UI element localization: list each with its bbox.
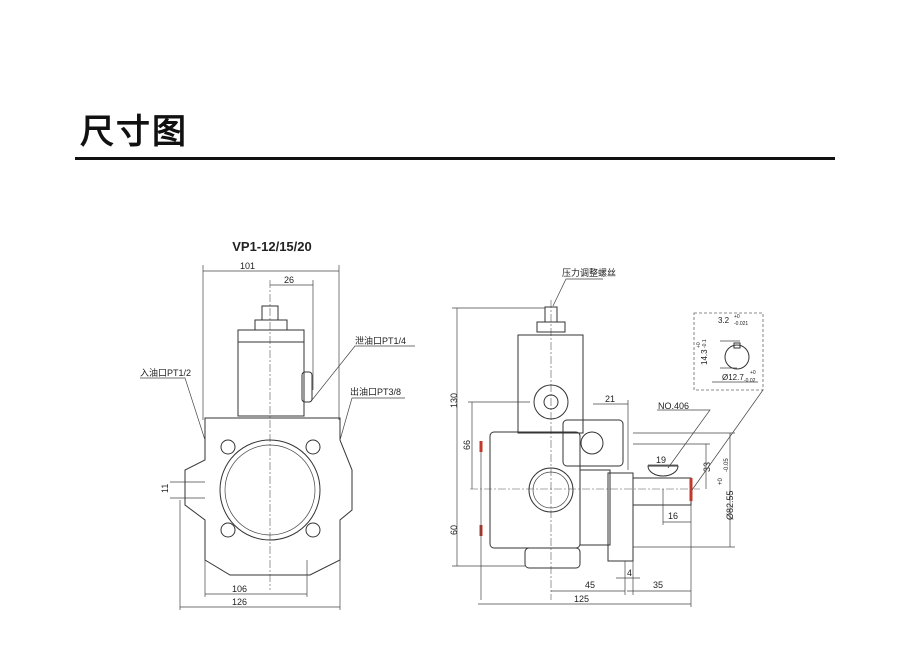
dim-33: 33 [702, 462, 712, 472]
dim-130: 130 [449, 393, 459, 408]
mount-flange [607, 472, 634, 562]
detail-key-height-tol-u: +0 [696, 342, 702, 348]
dim-126: 126 [232, 597, 247, 607]
side-view: 130 60 66 21 NO.406 19 16 33 Ø82.55 +0 -… [449, 267, 764, 607]
detail-key-height: 14.3 [700, 349, 709, 365]
detail-shaft-tol-l: -0.02 [744, 378, 756, 384]
dim-125: 125 [574, 594, 589, 604]
detail-key-height-tol-l: -0.1 [702, 339, 708, 348]
dim-pilot: Ø82.55 [725, 490, 735, 520]
model-title: VP1-12/15/20 [232, 239, 312, 254]
pilot-tol-lower: -0.05 [724, 458, 730, 472]
outlet-block [562, 419, 624, 467]
pump-body [489, 431, 581, 549]
dim-21: 21 [605, 394, 615, 404]
label-drain: 泄油口PT1/4 [355, 335, 406, 346]
dim-11: 11 [160, 484, 170, 493]
detail-key-width-tol-u: +0 [734, 314, 740, 320]
label-pressure-screw: 压力调整螺丝 [562, 267, 616, 278]
shaft-key-detail: 3.2 +0 -0.021 14.3 +0 -0.1 Ø12.7 +0 -0.0… [693, 312, 764, 391]
page-title: 尺寸图 [80, 112, 188, 152]
dim-101: 101 [240, 261, 255, 271]
dim-4: 4 [627, 568, 632, 578]
dim-35: 35 [653, 580, 663, 590]
dim-16: 16 [668, 511, 678, 521]
dim-45: 45 [585, 580, 595, 590]
dim-26: 26 [284, 275, 294, 285]
front-view: 101 26 11 106 126 入油口PT1/2 泄油口PT1/4 出油口P… [140, 261, 415, 610]
detail-shaft-tol-u: +0 [750, 370, 756, 376]
label-key: NO.406 [658, 401, 689, 411]
dim-60: 60 [449, 525, 459, 535]
detail-key-width-tol-l: -0.021 [734, 321, 748, 327]
control-cap [517, 334, 584, 434]
detail-shaft-diameter: Ø12.7 [722, 373, 744, 382]
label-inlet: 入油口PT1/2 [140, 367, 191, 378]
title-divider [75, 157, 835, 160]
shaft [632, 477, 692, 506]
pilot-tol-upper: +0 [718, 477, 724, 485]
detail-key-width: 3.2 [718, 316, 730, 325]
dim-19: 19 [656, 455, 666, 465]
label-outlet: 出油口PT3/8 [350, 386, 401, 397]
dim-106: 106 [232, 584, 247, 594]
dim-66: 66 [462, 440, 472, 450]
